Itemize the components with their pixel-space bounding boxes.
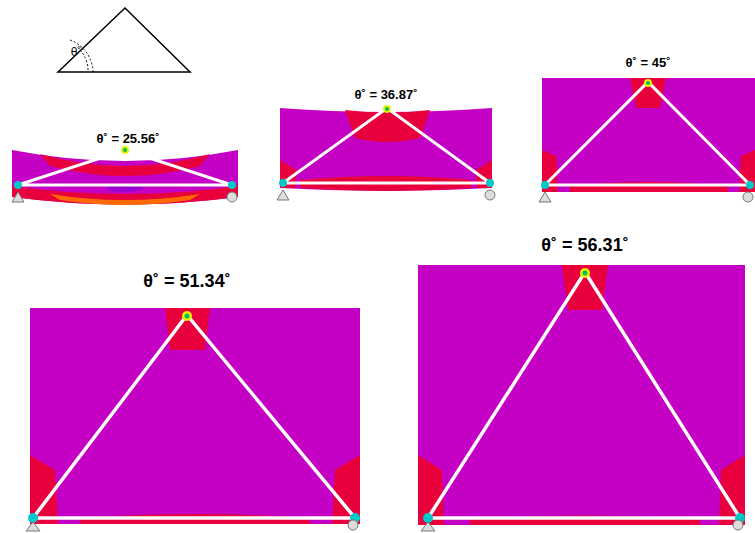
- angle-value-label: θ˚ = 45˚: [626, 56, 671, 70]
- beam-contour: [26, 308, 360, 531]
- angle-value-label: θ˚ = 51.34˚: [143, 272, 230, 292]
- beam-contour: [277, 105, 495, 200]
- beam-contour: [12, 146, 238, 205]
- angle-value-label: θ˚ = 36.87˚: [354, 88, 417, 102]
- angle-icon: [58, 8, 190, 72]
- beam-contour: [539, 78, 755, 202]
- angle-label: θ˚: [71, 46, 82, 59]
- angle-value-label: θ˚ = 25.56˚: [96, 132, 159, 146]
- angle-value-label: θ˚ = 56.31˚: [541, 236, 628, 256]
- beam-contour: [418, 265, 745, 531]
